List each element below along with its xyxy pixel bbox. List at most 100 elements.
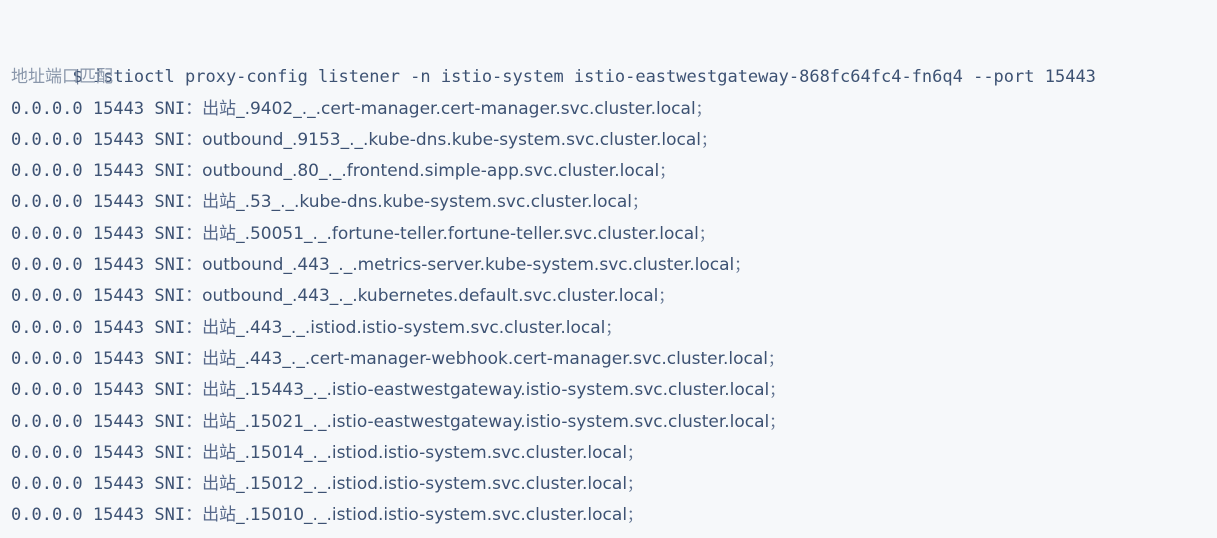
listener-row: 0.0.0.0 15443 SNI：出站_.443_._.istiod.isti… — [11, 313, 1096, 344]
row-port: 15443 — [92, 98, 145, 119]
row-sni-suffix: _.50051_._.fortune-teller.fortune-teller… — [236, 223, 699, 244]
row-colon: ： — [185, 161, 203, 182]
row-terminator: ； — [734, 256, 750, 275]
row-sni-suffix: _.15443_._.istio-eastwestgateway.istio-s… — [236, 380, 770, 401]
row-colon: ： — [185, 286, 203, 307]
row-match-prefix: outbound — [202, 255, 284, 276]
row-port: 15443 — [92, 286, 145, 307]
row-sni-suffix: _.443_._.cert-manager-webhook.cert-manag… — [236, 348, 769, 369]
row-address: 0.0.0.0 — [11, 317, 83, 338]
row-address: 0.0.0.0 — [11, 129, 83, 150]
row-port: 15443 — [92, 348, 145, 369]
row-port: 15443 — [92, 474, 145, 495]
listener-row: 0.0.0.0 15443 SNI：出站_.9402_._.cert-manag… — [11, 94, 1096, 125]
terminal-lines: $ istioctl proxy-config listener -n isti… — [11, 31, 1096, 532]
row-address: 0.0.0.0 — [11, 223, 83, 244]
listener-row: 0.0.0.0 15443 SNI：出站_.15021_._.istio-eas… — [11, 407, 1096, 438]
row-colon: ： — [185, 98, 203, 119]
row-address: 0.0.0.0 — [11, 380, 83, 401]
row-terminator: ； — [769, 381, 785, 400]
row-port: 15443 — [92, 161, 145, 182]
row-terminator: ； — [632, 193, 648, 212]
row-colon: ： — [185, 442, 203, 463]
listener-row: 0.0.0.0 15443 SNI：出站_.443_._.cert-manage… — [11, 344, 1096, 375]
row-terminator: ； — [627, 443, 643, 462]
row-match-prefix: 出站 — [202, 411, 237, 432]
row-terminator: ； — [768, 349, 784, 368]
row-sni-label: SNI — [154, 380, 186, 401]
row-colon: ： — [185, 129, 203, 150]
row-colon: ： — [185, 317, 203, 338]
row-terminator: ； — [627, 506, 643, 525]
row-terminator: ； — [695, 99, 711, 118]
row-sni-suffix: _.443_._.metrics-server.kube-system.svc.… — [283, 255, 735, 276]
row-sni-label: SNI — [154, 223, 186, 244]
row-sni-suffix: _.80_._.frontend.simple-app.svc.cluster.… — [283, 161, 660, 182]
row-address: 0.0.0.0 — [11, 286, 83, 307]
listener-rows: 0.0.0.0 15443 SNI：出站_.9402_._.cert-manag… — [11, 94, 1096, 532]
row-sni-suffix: _.15014_._.istiod.istio-system.svc.clust… — [236, 442, 628, 463]
row-colon: ： — [185, 223, 203, 244]
listener-row: 0.0.0.0 15443 SNI：出站_.15012_._.istiod.is… — [11, 469, 1096, 500]
row-sni-suffix: _.443_._.kubernetes.default.svc.cluster.… — [283, 286, 659, 307]
row-sni-label: SNI — [154, 348, 186, 369]
listener-row: 0.0.0.0 15443 SNI：outbound_.9153_._.kube… — [11, 125, 1096, 156]
row-sni-label: SNI — [154, 442, 186, 463]
row-match-prefix: outbound — [202, 286, 284, 307]
row-port: 15443 — [92, 223, 145, 244]
row-match-prefix: outbound — [202, 129, 284, 150]
row-colon: ： — [185, 505, 203, 526]
row-sni-suffix: _.443_._.istiod.istio-system.svc.cluster… — [236, 317, 606, 338]
row-port: 15443 — [92, 317, 145, 338]
row-terminator: ； — [701, 130, 717, 149]
row-port: 15443 — [92, 380, 145, 401]
row-address: 0.0.0.0 — [11, 411, 83, 432]
row-match-prefix: 出站 — [202, 98, 237, 119]
listener-row: 0.0.0.0 15443 SNI：出站_.15010_._.istiod.is… — [11, 500, 1096, 531]
listener-row: 0.0.0.0 15443 SNI：outbound_.80_._.fronte… — [11, 156, 1096, 187]
row-address: 0.0.0.0 — [11, 255, 83, 276]
row-address: 0.0.0.0 — [11, 348, 83, 369]
row-port: 15443 — [92, 411, 145, 432]
listener-row: 0.0.0.0 15443 SNI：出站_.15443_._.istio-eas… — [11, 375, 1096, 406]
row-terminator: ； — [627, 475, 643, 494]
row-match-prefix: 出站 — [202, 348, 237, 369]
row-port: 15443 — [92, 192, 145, 213]
row-match-prefix: 出站 — [202, 442, 237, 463]
command-text: $ istioctl proxy-config listener -n isti… — [72, 67, 1096, 88]
row-match-prefix: 出站 — [202, 505, 237, 526]
row-sni-label: SNI — [154, 98, 186, 119]
row-sni-suffix: _.15010_._.istiod.istio-system.svc.clust… — [236, 505, 628, 526]
row-port: 15443 — [92, 255, 145, 276]
listener-row: 0.0.0.0 15443 SNI：出站_.50051_._.fortune-t… — [11, 219, 1096, 250]
listener-row: 0.0.0.0 15443 SNI：outbound_.443_._.metri… — [11, 250, 1096, 281]
row-sni-suffix: _.9402_._.cert-manager.cert-manager.svc.… — [236, 98, 696, 119]
row-port: 15443 — [92, 129, 145, 150]
row-sni-suffix: _.15021_._.istio-eastwestgateway.istio-s… — [236, 411, 770, 432]
row-address: 0.0.0.0 — [11, 505, 83, 526]
row-sni-suffix: _.15012_._.istiod.istio-system.svc.clust… — [236, 474, 628, 495]
row-terminator: ； — [659, 162, 675, 181]
row-sni-suffix: _.53_._.kube-dns.kube-system.svc.cluster… — [236, 192, 632, 213]
row-match-prefix: 出站 — [202, 223, 237, 244]
column-header: 地址端口匹配 — [11, 67, 113, 88]
row-terminator: ； — [769, 412, 785, 431]
row-match-prefix: 出站 — [202, 192, 237, 213]
row-sni-label: SNI — [154, 255, 186, 276]
listener-row: 0.0.0.0 15443 SNI：出站_.15014_._.istiod.is… — [11, 438, 1096, 469]
row-colon: ： — [185, 411, 203, 432]
listener-row: 0.0.0.0 15443 SNI：outbound_.443_._.kuber… — [11, 281, 1096, 312]
row-terminator: ； — [698, 224, 714, 243]
row-port: 15443 — [92, 442, 145, 463]
row-sni-label: SNI — [154, 192, 186, 213]
row-sni-label: SNI — [154, 286, 186, 307]
row-address: 0.0.0.0 — [11, 161, 83, 182]
row-terminator: ； — [658, 287, 674, 306]
row-address: 0.0.0.0 — [11, 192, 83, 213]
row-match-prefix: outbound — [202, 161, 284, 182]
row-port: 15443 — [92, 505, 145, 526]
row-colon: ： — [185, 255, 203, 276]
row-colon: ： — [185, 380, 203, 401]
row-address: 0.0.0.0 — [11, 442, 83, 463]
